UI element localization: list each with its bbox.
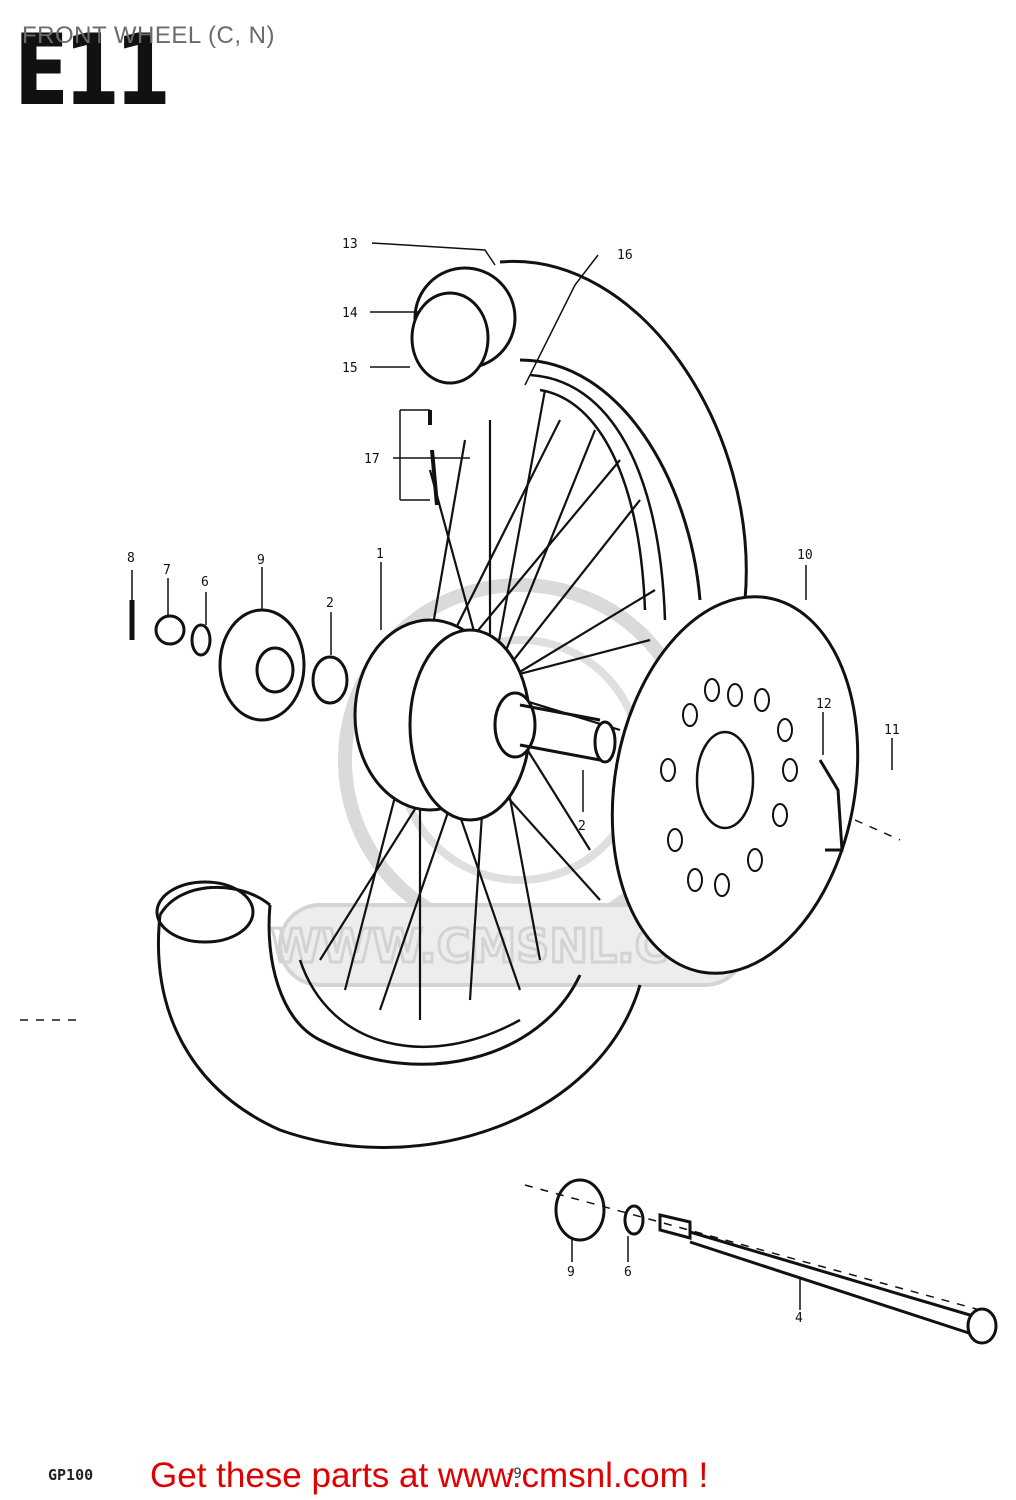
callout-7: 7 [163,563,171,578]
callout-1: 1 [376,547,384,562]
model-code: GP100 [48,1466,94,1484]
callout-13: 13 [342,237,358,252]
callout-6-lower: 6 [624,1265,632,1280]
axle-icon [554,1178,998,1345]
rim-outline [298,373,667,1048]
callout-10: 10 [797,548,813,563]
tube-valve-cap [410,266,517,385]
callout-9: 9 [257,553,265,568]
callout-6: 6 [201,575,209,590]
callout-2: 2 [326,596,334,611]
spoke-nipples [428,410,439,506]
callout-15: 15 [342,361,358,376]
left-side-parts [129,600,349,722]
hub-assembly [353,618,537,822]
center-line [20,819,981,1311]
callout-11: 11 [884,723,900,738]
page-reference: -9- [505,1466,531,1482]
callout-labels: 1 2 2 4 6 6 7 8 9 9 10 11 12 13 14 15 16… [127,237,900,1326]
cta-link[interactable]: Get these parts at www.cmsnl.com ! [150,1456,709,1495]
axle-stub [519,703,617,764]
tire-outline [155,260,748,1149]
callout-4: 4 [795,1311,803,1326]
callout-14: 14 [342,306,358,321]
callout-9-lower: 9 [567,1265,575,1280]
callout-16: 16 [617,248,633,263]
leader-lines [131,242,893,1310]
callout-12: 12 [816,697,832,712]
brake-disc-icon [610,595,860,975]
callout-2-hub: 2 [578,819,586,834]
section-code: E11 [14,14,171,128]
page-title: FRONT WHEEL (C, N) [22,22,275,49]
callout-17: 17 [364,452,380,467]
callout-8: 8 [127,551,135,566]
